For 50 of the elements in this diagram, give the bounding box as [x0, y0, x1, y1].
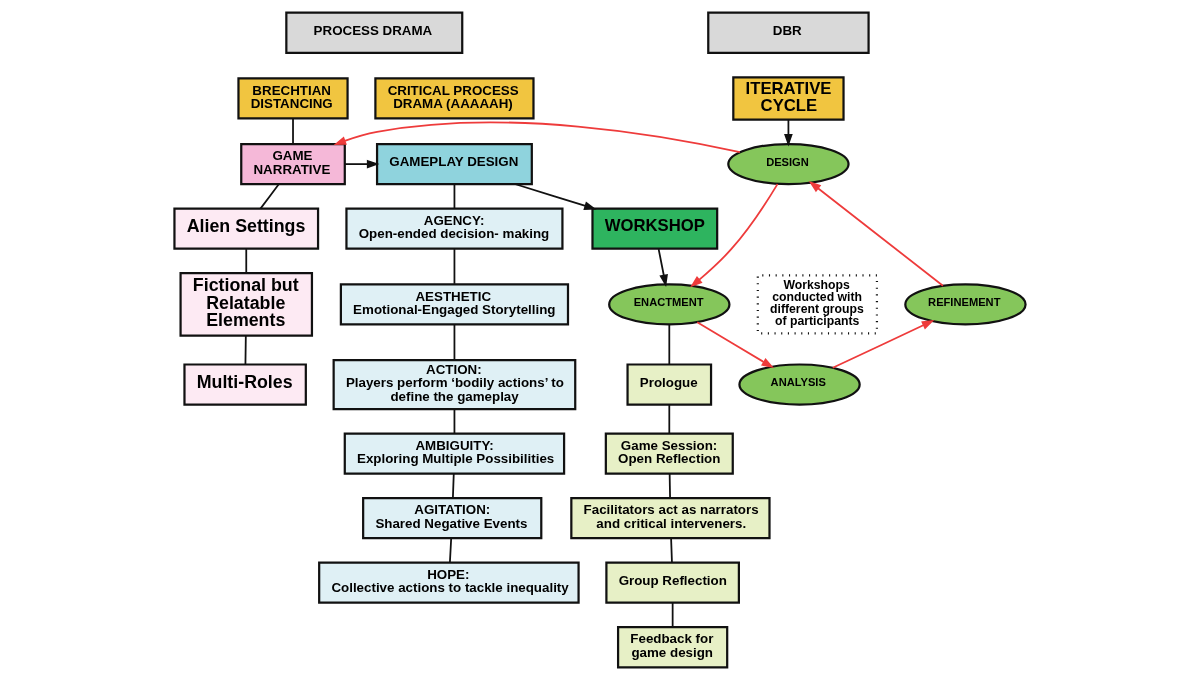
connector — [670, 537, 673, 564]
node-box: Workshops conducted with different groups of participants — [756, 274, 879, 335]
node-box: GAMEPLAY DESIGN — [375, 142, 533, 186]
node-ellipse: ENACTMENT — [608, 283, 731, 326]
connector — [668, 472, 671, 499]
node-box: Feedback for game design — [616, 626, 729, 669]
node-box: Prologue — [626, 363, 713, 406]
node-box: ACTION: Players perform ‘bodily actions’ to define the gameplay — [332, 358, 577, 411]
connector — [453, 183, 456, 210]
node-box: CRITICAL PROCESS DRAMA (AAAAAH) — [374, 77, 535, 120]
connector — [668, 323, 671, 366]
node-box: AESTHETIC Emotional-Engaged Storytelling — [339, 283, 570, 326]
arrow — [808, 181, 944, 287]
node-box: AMBIGUITY: Exploring Multiple Possibilities — [343, 432, 566, 475]
node-box: WORKSHOP — [591, 207, 719, 250]
node-box: Alien Settings — [173, 207, 320, 250]
arrow — [696, 321, 774, 369]
connector — [453, 408, 456, 435]
node-box: Fictional but Relatable Elements — [179, 272, 314, 337]
node-box: AGENCY: Open-ended decision- making — [345, 207, 564, 250]
node-box: Multi-Roles — [183, 363, 307, 406]
connector — [292, 117, 294, 145]
arrow — [831, 320, 935, 369]
connector — [245, 248, 248, 274]
arrow — [657, 248, 668, 287]
node-ellipse: ANALYSIS — [738, 363, 861, 406]
node-box: Group Reflection — [605, 561, 740, 604]
connector — [668, 403, 671, 435]
node-box: BRECHTIAN DISTANCING — [237, 77, 349, 120]
node-ellipse: REFINEMENT — [904, 283, 1027, 326]
node-box: Facilitators act as narrators and critical interveners. — [570, 496, 771, 540]
node-box: DBR — [707, 11, 870, 54]
connector — [244, 334, 247, 366]
node-box: Game Session: Open Reflection — [604, 432, 734, 475]
node-box: PROCESS DRAMA — [285, 11, 464, 54]
arrow — [333, 121, 741, 154]
connector — [671, 601, 674, 629]
connector — [452, 472, 455, 499]
node-ellipse: DESIGN — [727, 142, 850, 186]
arrow — [514, 183, 597, 210]
connector — [259, 183, 280, 210]
connector — [453, 248, 456, 285]
node-box: GAME NARRATIVE — [240, 142, 346, 186]
connector — [453, 323, 456, 361]
node-box: HOPE: Collective actions to tackle inequality — [318, 561, 580, 604]
arrow — [690, 183, 779, 288]
connector — [449, 537, 453, 564]
node-box: AGITATION: Shared Negative Events — [362, 496, 543, 540]
arrow — [344, 159, 380, 169]
node-box: ITERATIVE CYCLE — [732, 76, 845, 121]
